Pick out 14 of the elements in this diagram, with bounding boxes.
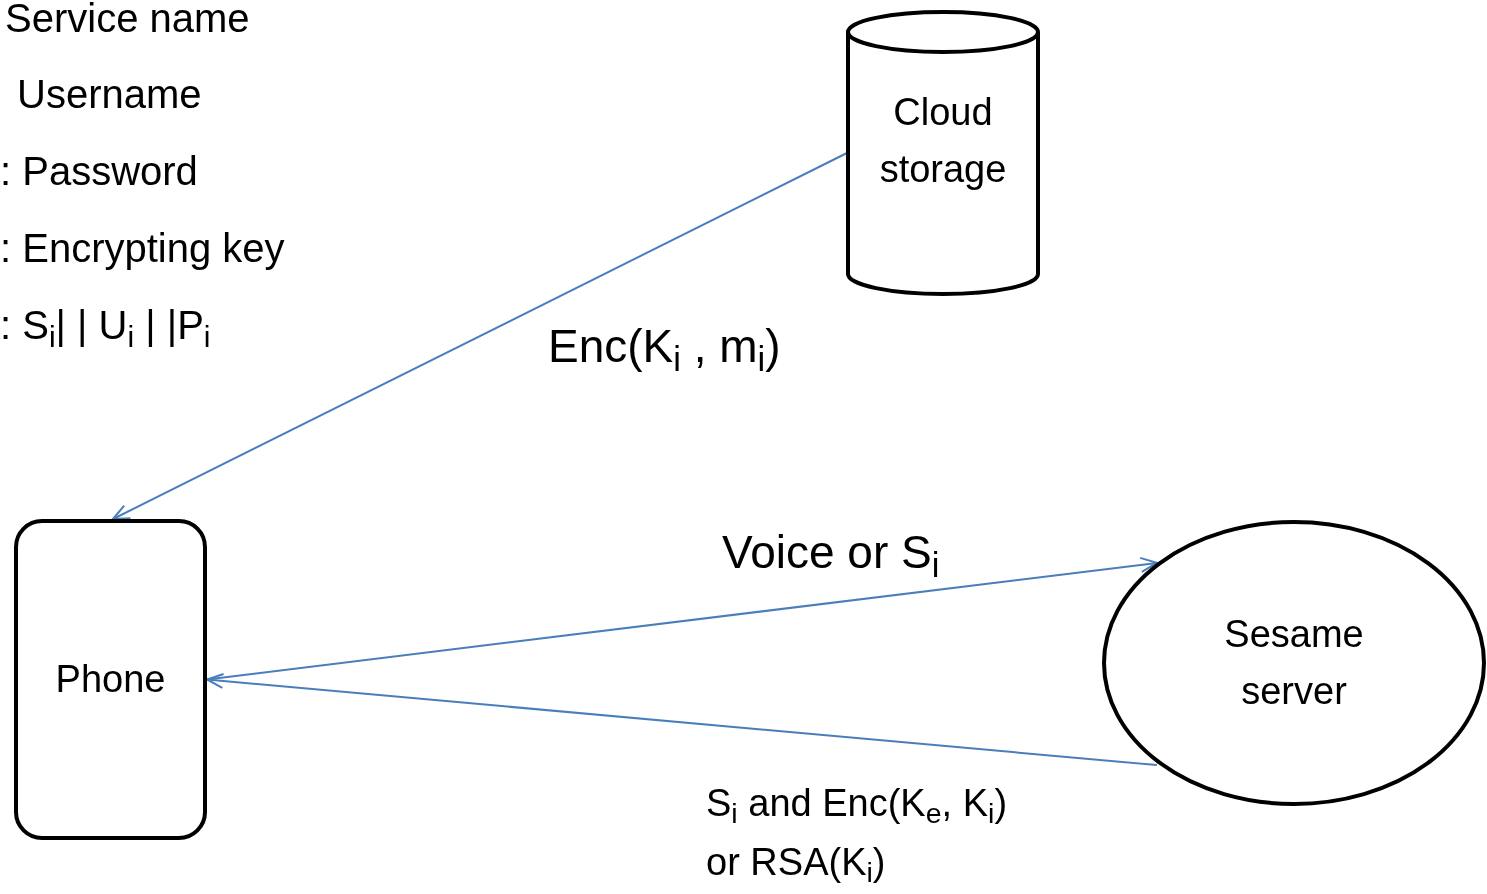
legend-text: : S$_{i}$| | U$_{i}$ | |P$_{i}$ [0,302,211,349]
legend-text: Username [17,71,202,118]
device-box [14,519,207,840]
legend-text: : Encrypting key [0,225,285,272]
node-label: Sesame server [1223,612,1365,714]
node-label: Cloud storage [878,90,1008,192]
edge-label: Enc(K$_{i}$ , m$_{i}$) [548,319,782,380]
node-label: Phone [54,657,167,702]
arrow [112,152,848,520]
legend-text: : Password [0,148,198,195]
edge-label: Voice or S$_{i}$ [722,525,941,586]
legend-text: Service name [5,0,250,42]
edge-label: S$_{i}$ and Enc(K$_{e}$, K$_{i}$) or RSA(K$_{i}$) [706,781,1009,890]
arrow [206,672,1158,767]
